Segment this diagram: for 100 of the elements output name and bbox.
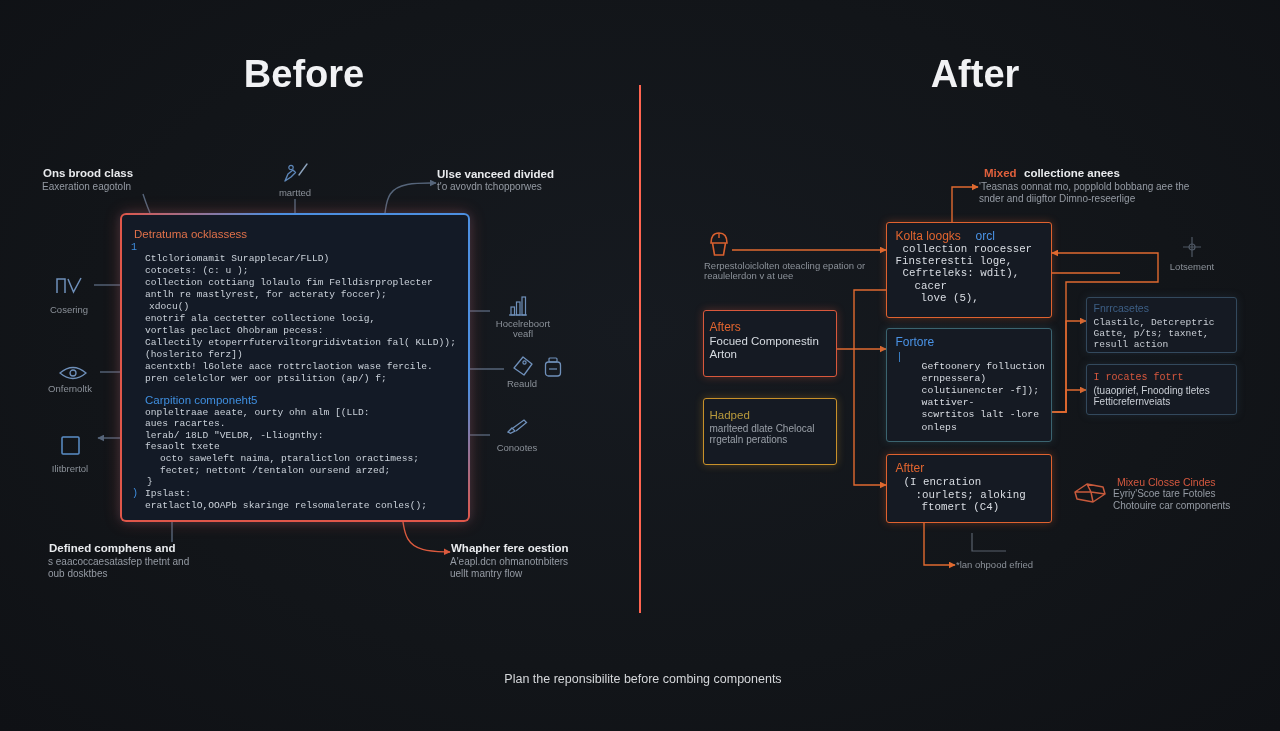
code-line: lerab/ 18LD "VELDR, -Lliognthy:	[145, 430, 324, 442]
arrow	[853, 289, 887, 489]
code-line: wattiver-	[921, 396, 975, 409]
code-line: cotocets: (c: u );	[145, 265, 249, 277]
code-line: Finsterestti loge,	[895, 255, 1013, 268]
code-line: fesaolt txete	[145, 441, 220, 453]
icon-caption: *lan ohpood efried	[956, 559, 1034, 571]
box-heading: Fortore	[895, 335, 935, 350]
arrow	[97, 434, 121, 442]
annotation-text: 'Teasnas oonnat mo, popplold bobbang aee the snder and diigftor Dimno-reseerlige	[979, 181, 1191, 205]
code-line: pren celelclor wer oor ptsilition (ap/) f;	[145, 373, 387, 385]
code-line: :ourlets; aloking	[915, 489, 1026, 502]
arrow	[402, 521, 451, 556]
process-box	[886, 328, 1052, 442]
annotation-title: Whapher fere oestion	[451, 542, 569, 556]
section-title: After	[929, 53, 1021, 97]
annotation-title: collectione anees	[1024, 167, 1120, 181]
arrow	[836, 345, 887, 353]
code-line: scwrtitos lalt -lore	[921, 408, 1040, 421]
panel-heading: Carpition componeht5	[145, 394, 258, 408]
box-text: Clastilc, Detcreptric Gatte, p/ts; taxnet, resull action	[1093, 316, 1216, 351]
connector-line	[171, 521, 173, 543]
box-heading: Aftter	[895, 461, 925, 476]
annotation-text: Eyriy'Scoe tare Fotoles Chotouire car components	[1113, 488, 1232, 512]
annotation-text: t'o avovdn tchopporwes	[437, 181, 542, 193]
line-marker: )	[132, 488, 138, 500]
code-line: (hoslerito ferz])	[145, 349, 243, 361]
code-line: colutiunencter -f]);	[921, 384, 1040, 397]
box-heading: I rocates fotrt	[1093, 371, 1184, 384]
annotation-text: A'eapl.dcn ohmanotnbiters uellt mantry flow	[450, 556, 570, 580]
code-line: vortlas peclact Ohobram pecess:	[145, 325, 324, 337]
icon-caption: Rerpestoloiclolten oteacling epation or reaulelerdon v at uee	[704, 260, 867, 283]
code-line: love (5),	[920, 292, 979, 305]
annotation-title: Mixed	[984, 167, 1017, 181]
icon-caption: Lotsement	[1168, 261, 1216, 273]
connector-line	[469, 434, 491, 436]
code-line: Ipslast:	[145, 488, 192, 500]
annotation-title: Defined comphens and	[49, 542, 176, 556]
process-box	[1086, 364, 1237, 415]
code-line: Ctlcloriomamit Surapplecar/FLLD)	[145, 253, 330, 265]
process-box	[703, 398, 837, 465]
note-title: Mixeu Closse Cindes	[1117, 475, 1216, 489]
box-heading: Kolta loogks	[895, 229, 961, 244]
code-line: enotrif ala cectetter collectione locig,	[145, 313, 376, 325]
code-line: acentxtb! l6olete aace rottrclaotion wase fercile.	[145, 361, 433, 373]
arrow	[1051, 249, 1159, 413]
code-line: collection roocesser	[902, 243, 1033, 256]
code-line: Geftoonery folluction	[921, 360, 1045, 373]
code-line: }	[147, 476, 153, 488]
code-line: fectet; nettont /tentalon oursend arzed;	[160, 465, 391, 477]
code-line: ftomert (C4)	[921, 501, 1000, 514]
icon-caption: martted	[277, 187, 313, 199]
connector-line	[469, 368, 505, 370]
panel-heading: Detratuma ocklassess	[134, 228, 248, 242]
box-heading: Fnrrcasetes	[1093, 302, 1149, 315]
box-text: Focued Componestin Arton	[709, 334, 820, 362]
connector-line	[1051, 272, 1121, 274]
code-line: octo saweleft naima, ptaralictlon oractimess;	[160, 453, 420, 465]
annotation-text: Eaxeration eagotoln	[42, 181, 131, 193]
arrow	[384, 179, 437, 214]
code-panel	[120, 213, 470, 522]
annotation-title: Ulse vanceed divided	[437, 168, 554, 182]
icon-caption: Conootes	[495, 442, 539, 454]
code-line: Cefrteleks: wdit),	[902, 267, 1020, 280]
connector-line	[469, 310, 491, 312]
annotation-text: s eaacoccaesatasfep thetnt and oub dosktbes	[48, 556, 191, 580]
icon-caption: Ilitbrertol	[50, 463, 90, 475]
caption: Plan the reponsibilite before combing components	[503, 671, 783, 687]
connector-line	[93, 284, 121, 286]
code-line: antlh re mastlyrest, for acteraty foccer);	[145, 289, 387, 301]
connector-line	[99, 371, 121, 373]
box-heading: Afters	[709, 320, 741, 335]
box-heading: Hadped	[709, 408, 750, 423]
process-box	[886, 222, 1052, 318]
arrow	[951, 183, 979, 223]
process-box	[703, 310, 837, 377]
box-text: marlteed dlate Chelocal rrgetaln perations	[709, 422, 816, 446]
box-text: (tuaoprief, Fnooding tletes Fetticrefernveiats	[1093, 384, 1211, 408]
icon-caption: Reauld	[505, 378, 539, 390]
code-line: aues racartes.	[145, 418, 226, 430]
code-line: Callectily etoperrfuterviltorgridivtation fal( KLLD));	[145, 337, 456, 349]
icon-caption: Cosering	[49, 304, 89, 316]
section-title: Before	[242, 53, 366, 97]
code-line: onpleltraae aeate, ourty ohn alm [(LLD:	[145, 407, 370, 419]
code-line: ernpessera)	[921, 372, 987, 385]
code-line: eratlactlO,OOAPb skaringe relsomalerate conles();	[145, 500, 428, 512]
code-line: cacer	[914, 280, 947, 293]
icon-caption: Hocelreboort veafl	[494, 318, 552, 341]
process-box	[886, 454, 1052, 523]
connector-line	[294, 198, 296, 214]
line-marker: |	[896, 351, 903, 364]
connector-line	[142, 193, 151, 214]
box-heading: orcl	[975, 229, 995, 244]
process-box	[1086, 297, 1237, 353]
line-marker: 1	[131, 242, 137, 254]
icon-caption: Onfernoltk	[47, 383, 93, 395]
code-line: onleps	[921, 421, 957, 434]
code-line: (I encration	[903, 476, 982, 489]
code-line: collection cottiang lolaulo fim Felldisrproplecter	[145, 277, 433, 289]
annotation-title: Ons brood class	[43, 167, 134, 181]
